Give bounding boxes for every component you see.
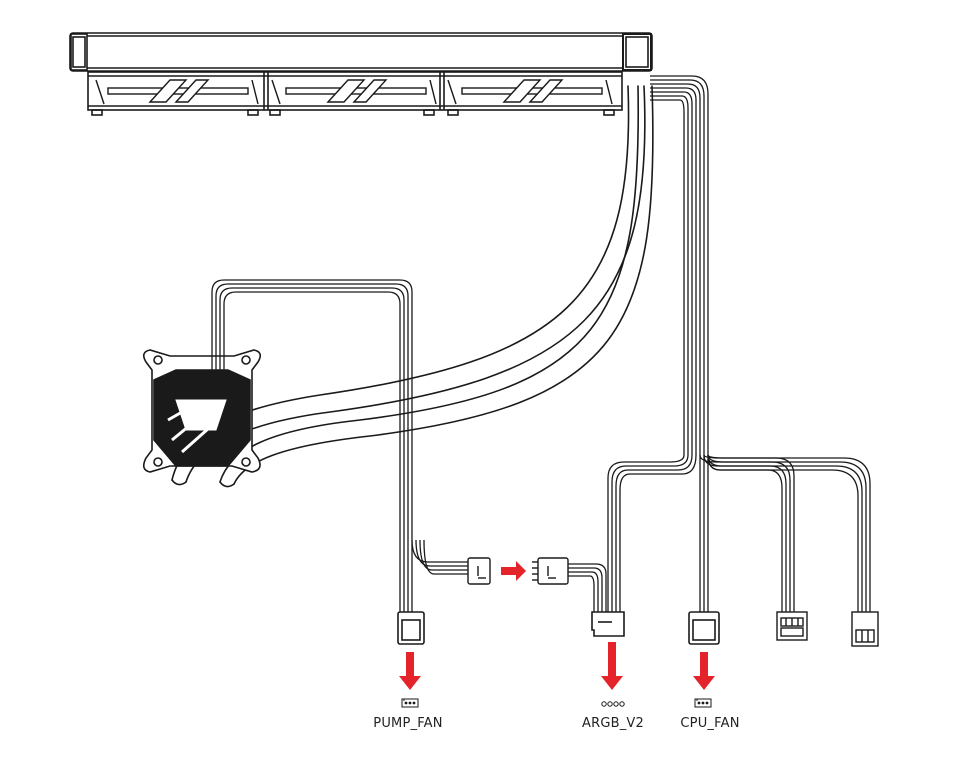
argb-v2-label: ARGB_V2: [582, 716, 644, 731]
fan-splitter-connector-1: [776, 611, 808, 641]
red-arrow-cpu-fan: [693, 652, 715, 690]
argb-inline-connector: [467, 557, 569, 585]
argb-connector: [591, 611, 625, 637]
cpu-fan-header-icon: [694, 698, 712, 708]
fan-1: [95, 79, 259, 105]
red-arrow-argb: [601, 642, 623, 690]
cpu-fan-label: CPU_FAN: [680, 716, 740, 731]
red-arrow-pump-fan: [399, 652, 421, 690]
pump-cable: [211, 279, 470, 612]
red-arrow-argb-link: [501, 561, 526, 581]
cpu-fan-connector: [688, 611, 720, 645]
argb-cable-to-header: [568, 563, 607, 612]
fan-2: [271, 79, 437, 105]
fan-splitter-connector-2: [851, 611, 879, 647]
fan-cable-bundle: [607, 75, 871, 612]
radiator: [69, 32, 653, 116]
pump-fan-label: PUMP_FAN: [373, 716, 443, 731]
fan-3: [447, 79, 613, 105]
argb-header-icon: [601, 701, 625, 707]
pump-fan-connector: [397, 611, 425, 645]
pump-fan-header-icon: [401, 698, 419, 708]
pump-block: [142, 349, 262, 473]
